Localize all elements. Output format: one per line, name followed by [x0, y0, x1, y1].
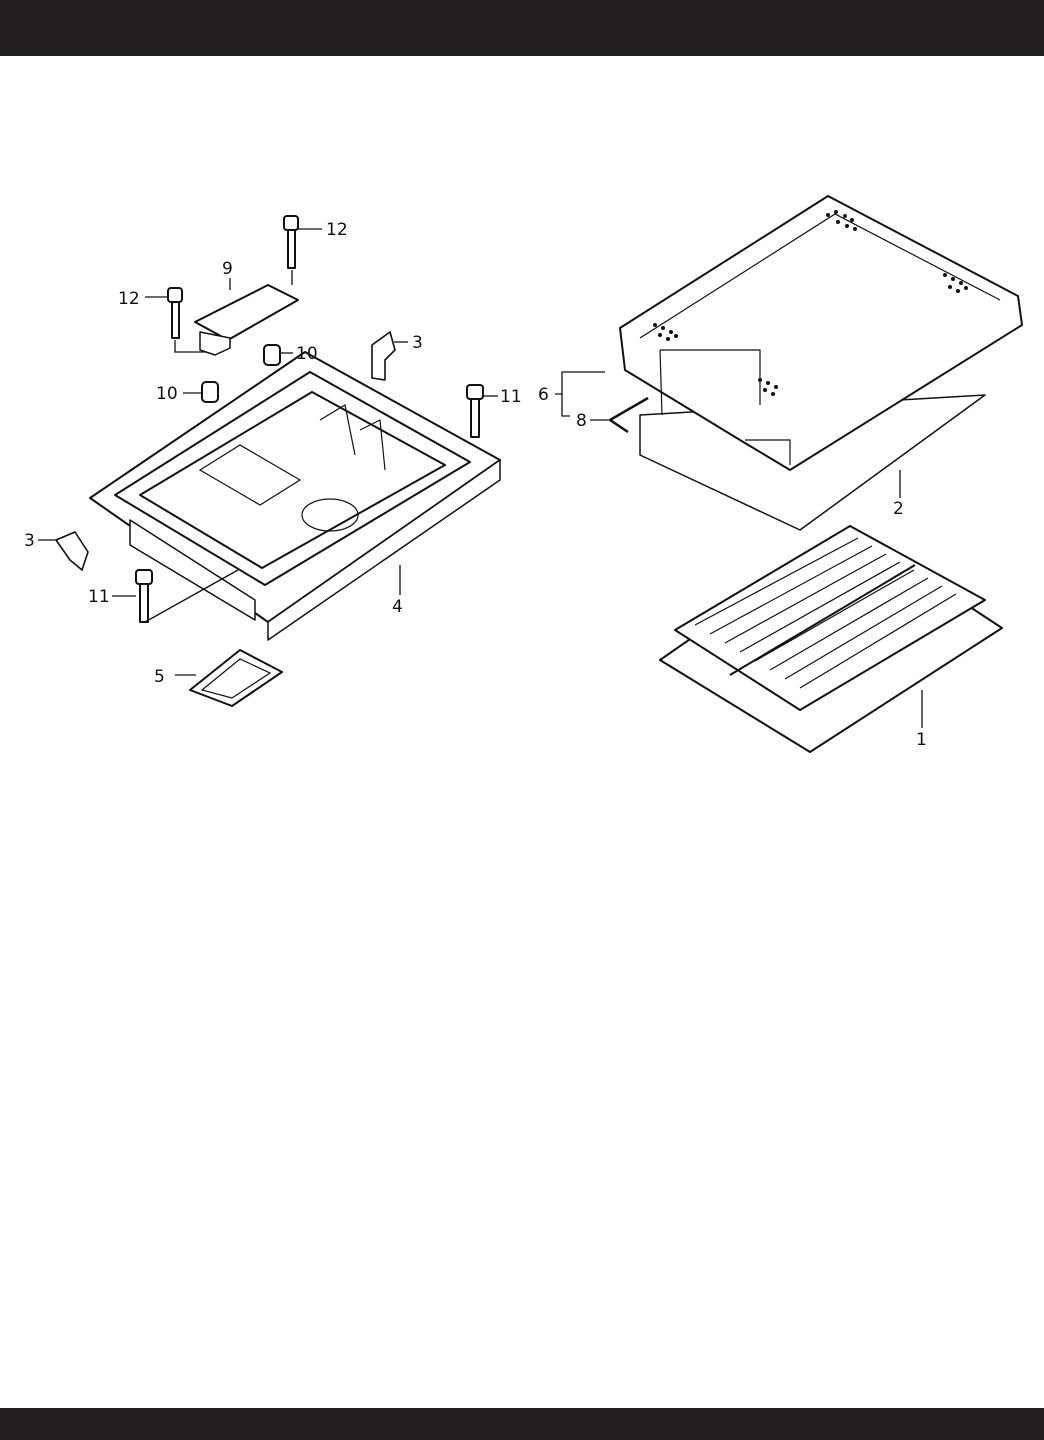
bolt-12-upper — [284, 216, 298, 268]
gasket — [190, 650, 282, 706]
air-cleaner-cover — [620, 196, 1022, 530]
air-cleaner-case — [90, 352, 500, 640]
clamp-3-right — [372, 332, 395, 380]
callout-10-left: 10 — [156, 384, 178, 404]
bolt-11-left — [136, 570, 152, 622]
mounting-bracket — [195, 285, 298, 355]
callout-11-right: 11 — [500, 387, 522, 407]
callout-6: 6 — [538, 385, 549, 405]
callout-5: 5 — [154, 667, 165, 687]
collar-10-right — [264, 345, 280, 365]
callout-11-left: 11 — [88, 587, 110, 607]
callout-10-right: 10 — [296, 344, 318, 364]
bolt-11-right — [467, 385, 483, 437]
callout-12-left: 12 — [118, 289, 140, 309]
callout-12-upper: 12 — [326, 220, 348, 240]
callout-3-left: 3 — [24, 531, 35, 551]
clamp-3-left — [56, 532, 88, 570]
bolt-12-left — [168, 288, 182, 338]
callout-4: 4 — [392, 597, 403, 617]
callout-2: 2 — [893, 499, 904, 519]
callout-9: 9 — [222, 259, 233, 279]
collar-10-left — [202, 382, 218, 402]
callout-8: 8 — [576, 411, 587, 431]
air-cleaner-element — [660, 526, 1002, 752]
callout-3-right: 3 — [412, 333, 423, 353]
callout-1: 1 — [916, 730, 927, 750]
